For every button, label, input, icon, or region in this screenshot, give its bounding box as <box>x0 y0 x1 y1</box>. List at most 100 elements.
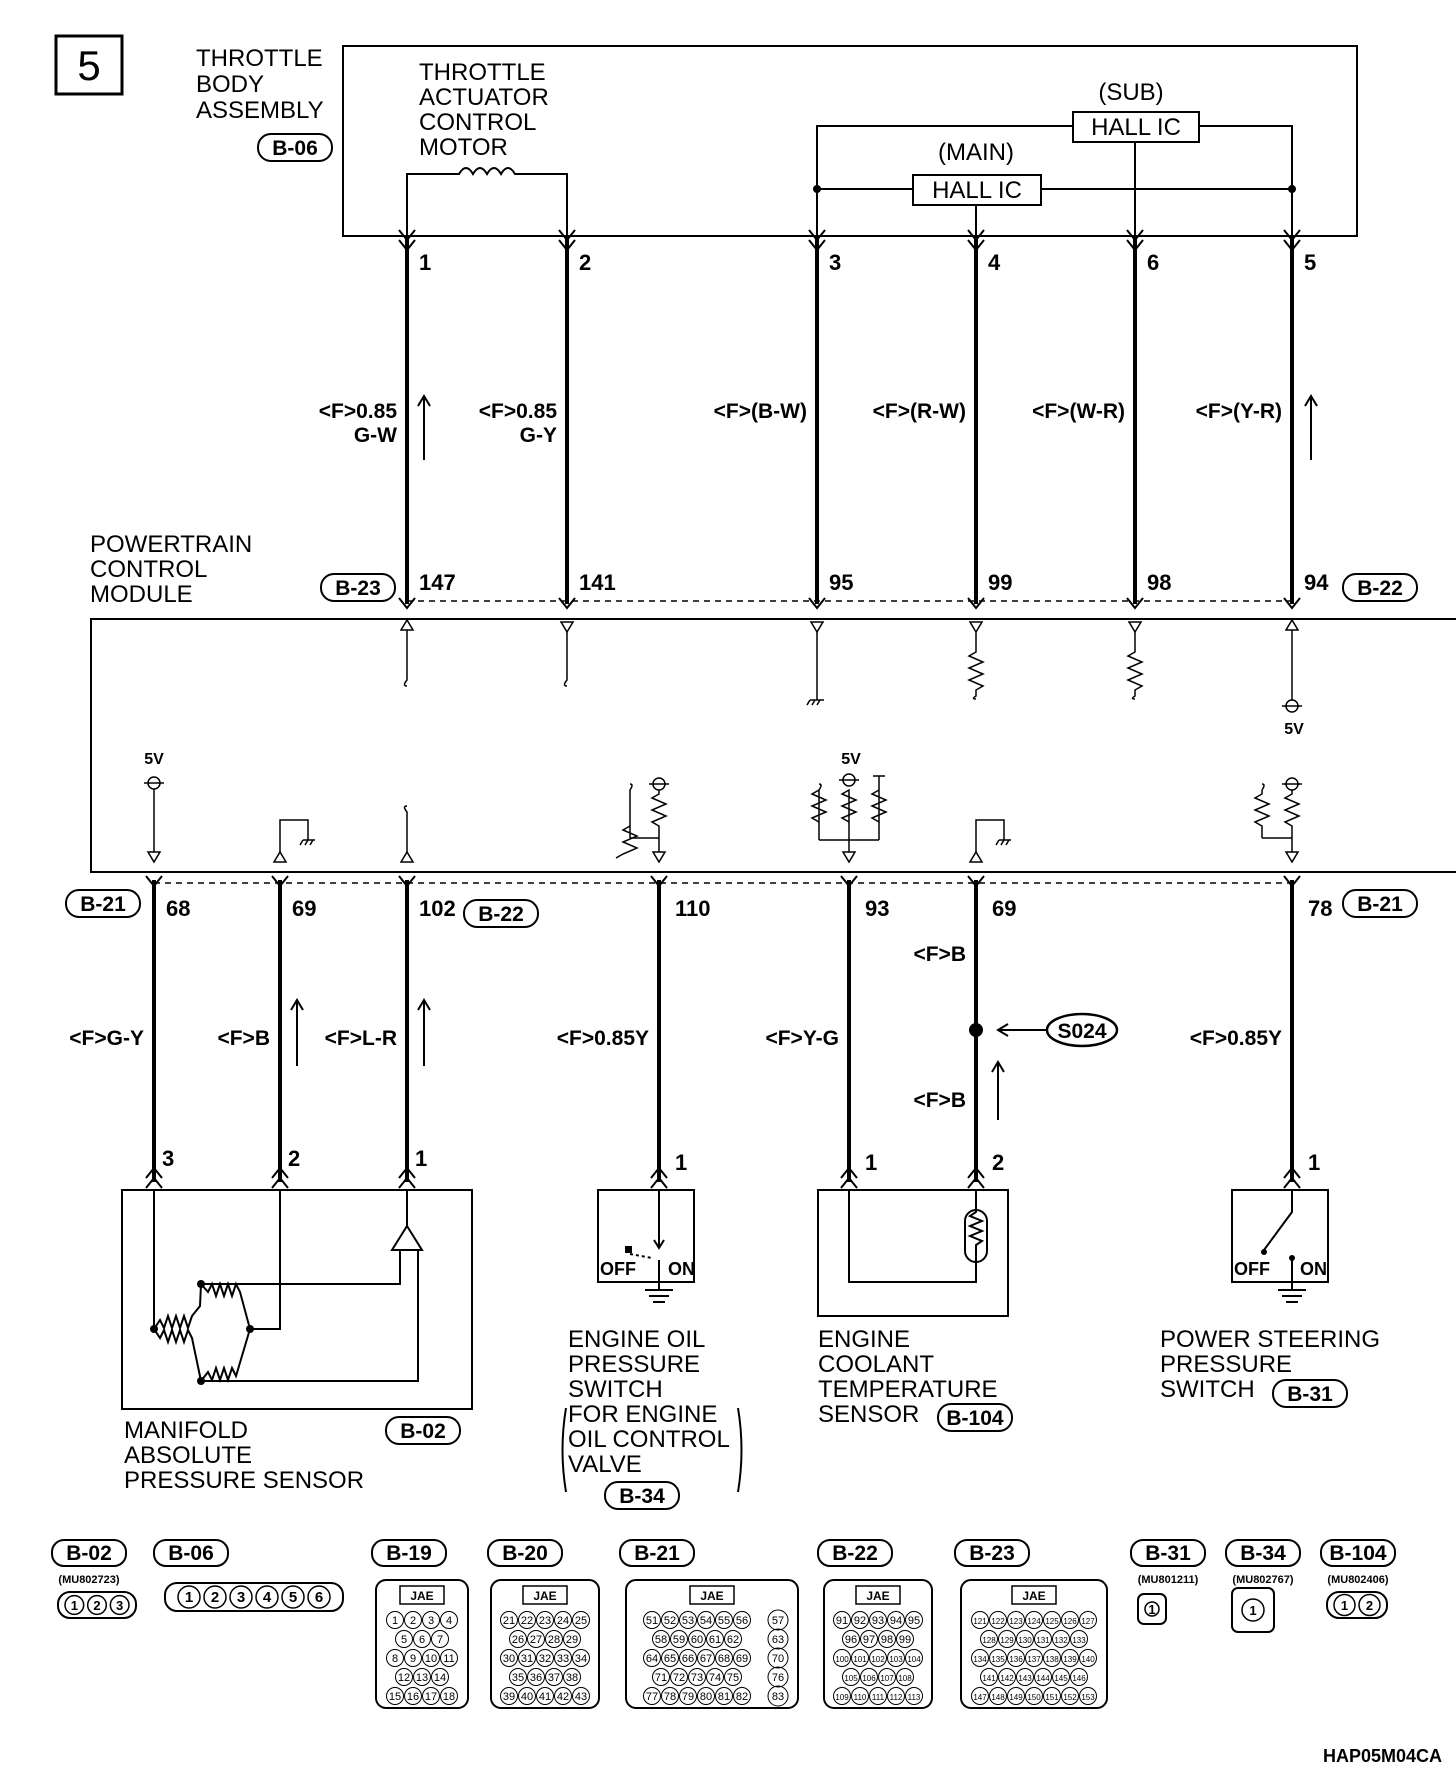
connector-pin-number: 131 <box>1036 1636 1050 1645</box>
wire-spec: <F>(B-W) <box>714 400 807 423</box>
pin-number: 1 <box>1308 1150 1320 1175</box>
connector-pin-number: 150 <box>1027 1693 1041 1702</box>
upper-pin-chevrons <box>398 229 1301 610</box>
connector-view-name: B-21 <box>634 1542 680 1565</box>
connector-pin <box>833 1611 851 1629</box>
connector-pin <box>413 1630 431 1648</box>
connector-pin-number: 108 <box>898 1674 912 1683</box>
switch-on-label: ON <box>668 1259 695 1279</box>
connector-pin-number: 146 <box>1072 1674 1086 1683</box>
chevron <box>398 875 416 888</box>
hall-ic-main-box <box>912 174 1042 206</box>
map-sensor-box <box>121 1189 473 1410</box>
connector-pin <box>670 1630 688 1648</box>
connector-pin <box>536 1611 554 1629</box>
connector-pin <box>1034 1630 1052 1648</box>
connector-pin-number: 55 <box>718 1615 730 1627</box>
connector-pin <box>572 1687 590 1705</box>
connector-pin <box>527 1630 545 1648</box>
connector-pin <box>652 1668 670 1686</box>
map-connector: B-02 <box>400 1420 446 1443</box>
throttle-body-box <box>342 45 1358 237</box>
junction-dot <box>1288 185 1296 193</box>
triangle <box>809 621 825 634</box>
pin-number: 5 <box>1304 250 1316 275</box>
chevron <box>808 229 826 252</box>
connector-pin <box>878 1630 896 1648</box>
page-number-box <box>54 34 124 96</box>
connector-pin-number: 38 <box>566 1672 578 1684</box>
connector-view-name: B-31 <box>1145 1542 1191 1565</box>
connector-pin-number: 2 <box>211 1589 219 1606</box>
connector-part-number: (MU801211) <box>1138 1574 1199 1586</box>
connector-pin-number: 3 <box>237 1589 245 1606</box>
switch-contact <box>1261 1249 1267 1255</box>
connector-pin-number: 81 <box>718 1691 730 1703</box>
connector-pin <box>767 1609 789 1631</box>
motor-coil <box>406 167 568 236</box>
pcm-title-3: MODULE <box>90 581 193 608</box>
throttle-title-3: ASSEMBLY <box>196 97 324 124</box>
connector-pin <box>500 1611 518 1629</box>
connector-pin-number: 64 <box>646 1653 658 1665</box>
splice-point <box>969 1023 983 1037</box>
connector-pin <box>652 1630 670 1648</box>
connector-pin-number: 6 <box>419 1634 425 1646</box>
chevron <box>967 875 985 888</box>
junction-dot <box>150 1325 158 1333</box>
ps-pullup <box>1253 783 1301 852</box>
triangle <box>968 621 984 634</box>
chevron <box>967 229 985 252</box>
connector-pin-number: 134 <box>973 1655 987 1664</box>
connector-pin-number: 99 <box>899 1634 911 1646</box>
connector-view-name: B-22 <box>832 1542 878 1565</box>
connector-pin-number: 5 <box>289 1589 297 1606</box>
ps-connector: B-31 <box>1287 1383 1333 1406</box>
switch-on-label: ON <box>1300 1259 1327 1279</box>
connector-pin-number: 123 <box>1009 1617 1023 1626</box>
connector-pin <box>1007 1687 1025 1705</box>
pin-number: 94 <box>1304 570 1329 595</box>
ps-title-2: PRESSURE <box>1160 1351 1292 1378</box>
connector-pin-number: 78 <box>664 1691 676 1703</box>
connector-pin <box>887 1687 905 1705</box>
connector-pin <box>998 1668 1016 1686</box>
connector-pin <box>733 1687 751 1705</box>
switch-contact <box>629 1253 653 1259</box>
connector-pin-number: 13 <box>416 1672 428 1684</box>
connector-pin-number: 76 <box>772 1672 784 1684</box>
chevron <box>650 1166 668 1189</box>
amp-triangle <box>390 1224 424 1251</box>
connector-pin-number: 138 <box>1045 1655 1059 1664</box>
connector-pin <box>431 1668 449 1686</box>
connector-pin-number: 2 <box>93 1598 100 1613</box>
internal-lead <box>279 819 315 852</box>
connector-maker: JAE <box>410 1589 433 1603</box>
connector-badge <box>1342 889 1418 918</box>
switch-off-label: OFF <box>1234 1259 1270 1279</box>
splice-arrow <box>996 1023 1046 1037</box>
connector-pin-number: 21 <box>503 1615 515 1627</box>
connector-maker: JAE <box>700 1589 723 1603</box>
connector-pin-number: 104 <box>907 1655 921 1664</box>
connector-pin-number: 67 <box>700 1653 712 1665</box>
coolant-title-3: TEMPERATURE <box>818 1376 998 1403</box>
connector-pin <box>1043 1611 1061 1629</box>
connector-badge <box>385 1416 461 1445</box>
connector-pin-number: 147 <box>973 1693 987 1702</box>
connector-pin-number: 72 <box>673 1672 685 1684</box>
connector-pin-number: 126 <box>1063 1617 1077 1626</box>
map-title-2: ABSOLUTE <box>124 1442 252 1469</box>
paren-right <box>737 1407 743 1493</box>
connector-pin <box>177 1585 201 1609</box>
connector-pin <box>971 1687 989 1705</box>
connector-pin <box>255 1585 279 1609</box>
connector-maker: JAE <box>866 1589 889 1603</box>
triangle <box>399 850 415 863</box>
junction-dot <box>197 1280 205 1288</box>
connector-housing <box>1137 1593 1167 1625</box>
connector-pin <box>860 1630 878 1648</box>
pin-number: 68 <box>166 896 190 921</box>
connector-pin-number: 128 <box>982 1636 996 1645</box>
